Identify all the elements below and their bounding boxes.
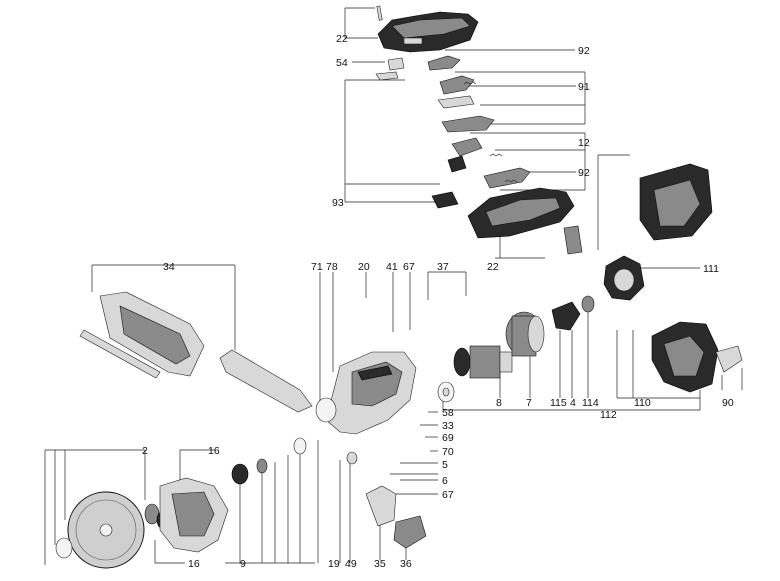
- handle-inner-frame: [431, 187, 583, 255]
- callout-67: 67: [442, 489, 454, 501]
- callout-8: 8: [496, 397, 502, 409]
- callout-6: 6: [442, 475, 448, 487]
- callout-115: 115: [550, 397, 567, 409]
- callout-7: 7: [526, 397, 532, 409]
- callout-49: 49: [345, 558, 357, 570]
- callout-93: 93: [332, 197, 344, 209]
- callout-16: 16: [188, 558, 200, 570]
- callout-54: 54: [336, 57, 348, 69]
- callout-36: 36: [400, 558, 412, 570]
- callout-69: 69: [442, 432, 454, 444]
- callout-34: 34: [163, 261, 175, 273]
- upper-guard-housing: [315, 351, 417, 435]
- callout-2: 2: [142, 445, 148, 457]
- callout-19: 19: [328, 558, 340, 570]
- callout-12: 12: [578, 137, 590, 149]
- lower-blade-guard: [159, 477, 229, 553]
- callout-90: 90: [722, 397, 734, 409]
- switch-trigger: [427, 55, 531, 189]
- callout-78: 78: [326, 261, 338, 273]
- extraction-hose: [79, 329, 313, 413]
- washer: [231, 437, 358, 485]
- callout-16: 16: [208, 445, 220, 457]
- stator-field: [505, 311, 545, 357]
- callout-67: 67: [403, 261, 415, 273]
- brush-holder: [551, 295, 595, 331]
- callout-41: 41: [386, 261, 398, 273]
- callout-71: 71: [311, 261, 323, 273]
- callout-20: 20: [358, 261, 370, 273]
- callout-35: 35: [374, 558, 386, 570]
- dust-spout: [365, 485, 427, 549]
- clip: [375, 57, 405, 81]
- handle-shell: [377, 11, 479, 53]
- callout-4: 4: [570, 397, 576, 409]
- callout-58: 58: [442, 407, 454, 419]
- callout-9: 9: [240, 558, 246, 570]
- callout-22: 22: [487, 261, 499, 273]
- gear-housing: [651, 321, 743, 393]
- callout-110: 110: [634, 397, 651, 409]
- leader-lines: [44, 7, 743, 565]
- callout-numbers: 22 92 54 91 12 92 93 22 111 34 71 78 20 …: [142, 33, 734, 570]
- spring: [463, 81, 518, 183]
- callout-92: 92: [578, 167, 590, 179]
- end-cap: [603, 255, 645, 301]
- callout-22: 22: [336, 33, 348, 45]
- callout-5: 5: [442, 459, 448, 471]
- callout-111: 111: [703, 263, 719, 275]
- callout-112: 112: [600, 409, 617, 421]
- dust-bag: [99, 291, 205, 377]
- callout-114: 114: [582, 397, 599, 409]
- callout-92: 92: [578, 45, 590, 57]
- callout-91: 91: [578, 81, 590, 93]
- bearing-ring: [437, 381, 455, 403]
- callout-37: 37: [437, 261, 449, 273]
- callout-70: 70: [442, 446, 454, 458]
- motor-housing: [639, 163, 713, 241]
- motor-armature: [453, 345, 513, 379]
- screw: [376, 5, 383, 21]
- callout-33: 33: [442, 420, 454, 432]
- saw-blade: [67, 491, 145, 569]
